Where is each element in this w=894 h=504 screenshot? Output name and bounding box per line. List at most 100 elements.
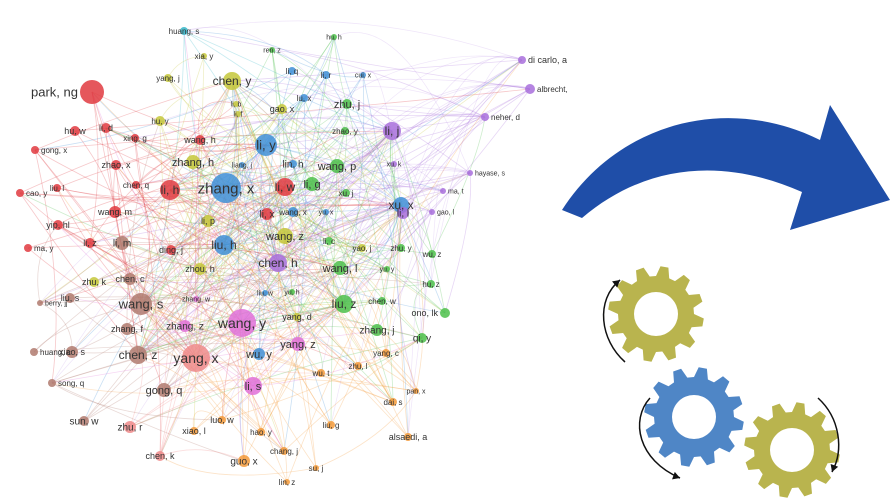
author-node[interactable]	[481, 113, 489, 121]
author-node[interactable]	[155, 451, 165, 461]
author-node[interactable]	[109, 206, 121, 218]
author-node[interactable]	[354, 362, 362, 370]
author-node[interactable]	[80, 80, 104, 104]
author-node[interactable]	[16, 189, 24, 197]
author-node[interactable]	[384, 266, 390, 272]
author-node[interactable]	[428, 250, 436, 258]
author-node[interactable]	[182, 344, 210, 372]
author-node[interactable]	[333, 261, 347, 275]
author-node[interactable]	[269, 47, 275, 53]
author-node[interactable]	[269, 254, 287, 272]
author-node[interactable]	[233, 101, 239, 107]
author-node[interactable]	[383, 122, 401, 140]
author-node[interactable]	[129, 346, 147, 364]
author-node[interactable]	[335, 295, 353, 313]
author-node[interactable]	[131, 134, 139, 142]
author-node[interactable]	[382, 349, 390, 357]
author-node[interactable]	[440, 308, 450, 318]
author-node[interactable]	[323, 209, 329, 215]
author-node[interactable]	[218, 416, 226, 424]
author-node[interactable]	[291, 337, 305, 351]
author-node[interactable]	[194, 263, 206, 275]
author-node[interactable]	[360, 72, 366, 78]
author-node[interactable]	[201, 53, 207, 59]
author-node[interactable]	[66, 346, 78, 358]
author-node[interactable]	[124, 273, 136, 285]
author-node[interactable]	[300, 94, 308, 102]
author-node[interactable]	[342, 189, 350, 197]
author-node[interactable]	[325, 237, 333, 245]
author-node[interactable]	[124, 421, 136, 433]
author-node[interactable]	[121, 323, 133, 335]
author-node[interactable]	[358, 244, 366, 252]
author-node[interactable]	[288, 67, 296, 75]
author-node[interactable]	[389, 398, 397, 406]
author-node[interactable]	[391, 161, 397, 167]
author-node[interactable]	[30, 348, 38, 356]
author-node[interactable]	[276, 178, 294, 196]
author-node[interactable]	[429, 209, 435, 215]
author-node[interactable]	[85, 238, 95, 248]
author-node[interactable]	[202, 215, 214, 227]
author-node[interactable]	[160, 180, 180, 200]
author-node[interactable]	[155, 116, 165, 126]
author-node[interactable]	[179, 320, 191, 332]
author-node[interactable]	[427, 280, 435, 288]
author-node[interactable]	[70, 126, 80, 136]
author-node[interactable]	[130, 293, 152, 315]
author-node[interactable]	[313, 465, 319, 471]
author-node[interactable]	[440, 188, 446, 194]
author-node[interactable]	[53, 220, 63, 230]
author-node[interactable]	[327, 421, 335, 429]
author-node[interactable]	[157, 383, 171, 397]
author-node[interactable]	[371, 324, 383, 336]
author-node[interactable]	[261, 208, 273, 220]
author-node[interactable]	[280, 447, 288, 455]
author-node[interactable]	[101, 123, 111, 133]
author-node[interactable]	[317, 369, 325, 377]
author-node[interactable]	[397, 244, 405, 252]
author-node[interactable]	[238, 455, 250, 467]
author-node[interactable]	[518, 56, 526, 64]
author-node[interactable]	[305, 177, 319, 191]
author-node[interactable]	[24, 244, 32, 252]
author-node[interactable]	[166, 245, 176, 255]
author-node[interactable]	[417, 333, 427, 343]
author-node[interactable]	[397, 207, 409, 219]
author-node[interactable]	[330, 159, 344, 173]
author-node[interactable]	[342, 99, 352, 109]
author-node[interactable]	[341, 127, 349, 135]
author-node[interactable]	[214, 235, 234, 255]
author-node[interactable]	[378, 297, 386, 305]
author-node[interactable]	[211, 173, 241, 203]
author-node[interactable]	[255, 134, 277, 156]
author-node[interactable]	[525, 84, 535, 94]
author-node[interactable]	[89, 277, 99, 287]
author-node[interactable]	[467, 170, 473, 176]
author-node[interactable]	[253, 348, 265, 360]
author-node[interactable]	[48, 379, 56, 387]
author-node[interactable]	[164, 74, 172, 82]
author-node[interactable]	[284, 479, 290, 485]
author-node[interactable]	[180, 27, 188, 35]
author-node[interactable]	[257, 428, 265, 436]
author-node[interactable]	[413, 388, 419, 394]
author-node[interactable]	[239, 162, 245, 168]
author-node[interactable]	[190, 427, 198, 435]
author-node[interactable]	[262, 290, 268, 296]
author-node[interactable]	[322, 71, 330, 79]
author-node[interactable]	[289, 160, 297, 168]
author-node[interactable]	[79, 416, 89, 426]
author-node[interactable]	[223, 72, 241, 90]
author-node[interactable]	[37, 300, 43, 306]
author-node[interactable]	[293, 313, 301, 321]
author-node[interactable]	[53, 184, 61, 192]
author-node[interactable]	[65, 293, 75, 303]
author-node[interactable]	[132, 181, 140, 189]
author-node[interactable]	[244, 377, 262, 395]
author-node[interactable]	[228, 309, 256, 337]
author-node[interactable]	[289, 289, 295, 295]
author-node[interactable]	[235, 111, 241, 117]
author-node[interactable]	[111, 160, 121, 170]
author-node[interactable]	[331, 34, 337, 40]
